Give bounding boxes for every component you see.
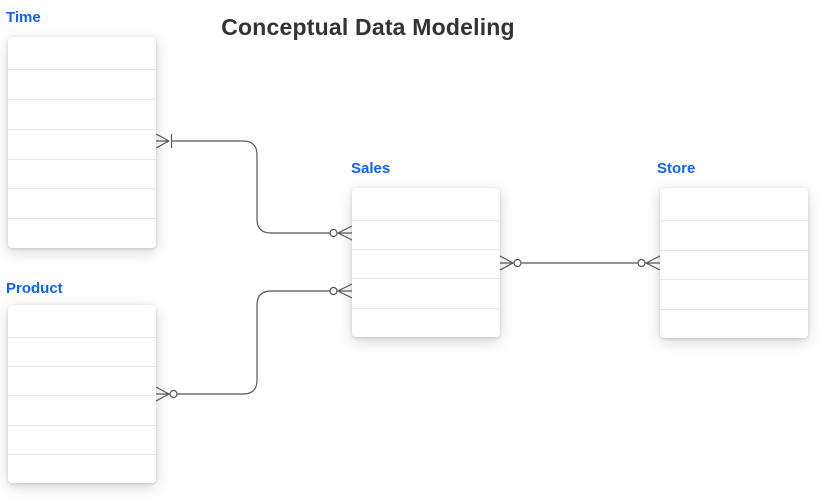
entity-row <box>352 188 500 220</box>
entity-product-label: Product <box>6 280 63 297</box>
entity-sales-label: Sales <box>351 160 391 177</box>
entity-store-label: Store <box>657 160 696 177</box>
connector-product-sales[interactable] <box>155 283 353 402</box>
entity-row <box>352 307 500 337</box>
zero-cardinality-ring-icon <box>169 389 178 399</box>
entity-row <box>8 158 156 189</box>
connector-line[interactable] <box>177 290 330 395</box>
entity-store-box[interactable] <box>660 188 808 338</box>
entity-row <box>8 69 156 99</box>
zero-cardinality-ring-icon <box>329 286 338 296</box>
entity-row <box>8 366 156 395</box>
entity-row <box>8 128 156 159</box>
entity-row <box>8 218 156 248</box>
entity-row <box>660 249 808 279</box>
entity-row <box>660 220 808 249</box>
entity-row <box>660 308 808 338</box>
entity-row <box>8 395 156 424</box>
connector-line[interactable] <box>171 140 331 234</box>
zero-cardinality-ring-icon <box>513 258 522 268</box>
entity-row <box>8 37 156 69</box>
connector-time-sales[interactable] <box>155 133 353 241</box>
entity-row <box>8 424 156 454</box>
entity-time-label: Time <box>6 9 41 26</box>
entity-row <box>352 219 500 249</box>
entity-row <box>660 279 808 308</box>
entity-time-box[interactable] <box>8 37 156 248</box>
crow-foot-many-icon <box>337 225 353 241</box>
crow-foot-one-or-many-icon <box>155 133 173 149</box>
crow-foot-many-icon <box>499 255 514 271</box>
entity-row <box>8 305 156 337</box>
crow-foot-many-icon <box>155 386 170 402</box>
entity-row <box>8 188 156 218</box>
entity-row <box>8 336 156 366</box>
entity-row <box>8 453 156 483</box>
connector-sales-store[interactable] <box>499 255 661 271</box>
entity-row <box>352 249 500 278</box>
entity-sales-box[interactable] <box>352 188 500 337</box>
zero-cardinality-ring-icon <box>329 228 338 238</box>
zero-cardinality-ring-icon <box>637 258 646 268</box>
entity-row <box>8 99 156 129</box>
crow-foot-many-icon <box>645 255 661 271</box>
crow-foot-many-icon <box>337 283 353 299</box>
diagram-title: Conceptual Data Modeling <box>221 14 515 40</box>
entity-product-box[interactable] <box>8 305 156 483</box>
entity-row <box>660 188 808 220</box>
entity-row <box>352 278 500 307</box>
